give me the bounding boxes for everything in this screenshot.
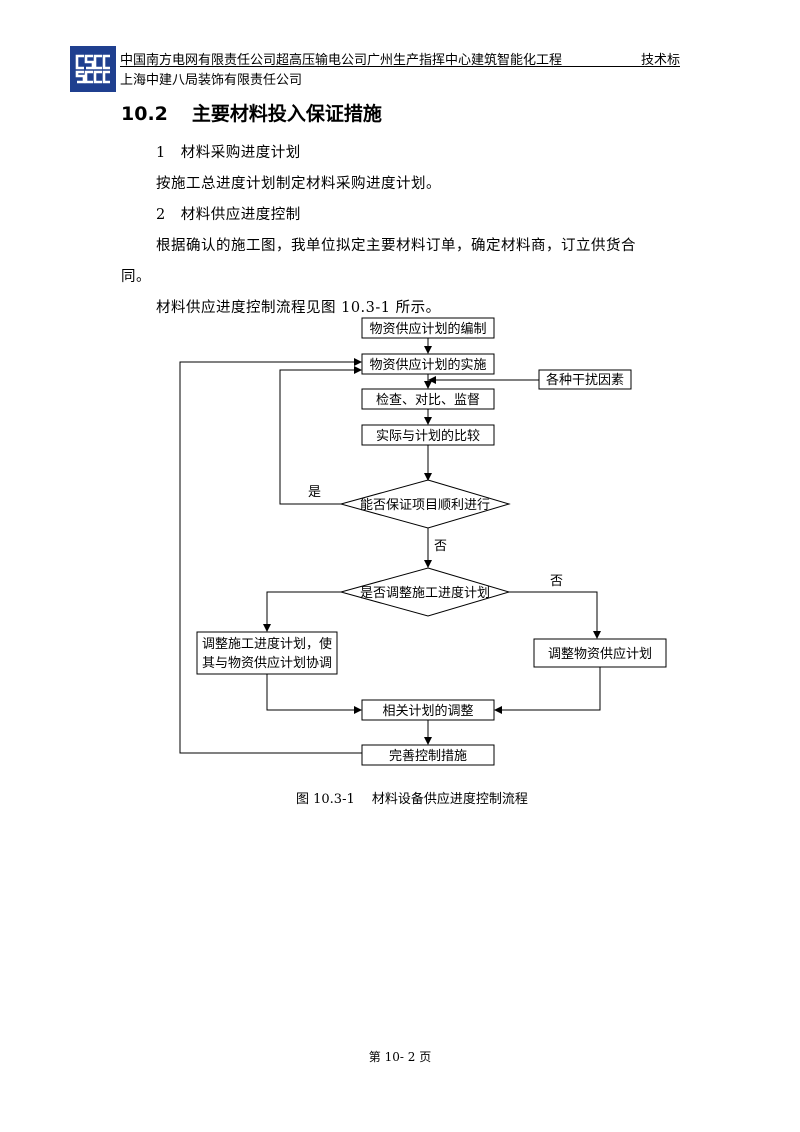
flowchart: 物资供应计划的编制 物资供应计划的实施 各种干扰因素 检查、对比、监督 实际与计… bbox=[179, 317, 667, 766]
paragraph-supply-line2: 同。 bbox=[121, 269, 151, 285]
header-project-name: 中国南方电网有限责任公司超高压输电公司广州生产指挥中心建筑智能化工程 bbox=[120, 53, 563, 68]
node-improve-control-label: 完善控制措施 bbox=[389, 748, 467, 764]
header-rule bbox=[120, 66, 680, 67]
node-adjust-construction bbox=[196, 631, 338, 675]
paragraph-item-2: 2 材料供应进度控制 bbox=[156, 207, 301, 223]
node-adjust-construction-line1: 调整施工进度计划，使 bbox=[202, 636, 332, 652]
section-number: 10.2 bbox=[121, 103, 168, 125]
paragraph-procurement: 按施工总进度计划制定材料采购进度计划。 bbox=[156, 176, 441, 192]
node-related-adjust-label: 相关计划的调整 bbox=[382, 703, 473, 719]
label-yes: 是 bbox=[308, 485, 321, 500]
decision-guarantee-label: 能否保证项目顺利进行 bbox=[360, 498, 490, 513]
node-plan-compile-label: 物资供应计划的编制 bbox=[369, 321, 486, 337]
node-adjust-construction-line2: 其与物资供应计划协调 bbox=[202, 655, 332, 671]
arrow-to-left-box bbox=[263, 591, 341, 632]
arrow-left-to-related bbox=[266, 674, 362, 714]
node-adjust-supply bbox=[533, 638, 667, 668]
node-plan-implement-label: 物资供应计划的实施 bbox=[369, 357, 486, 373]
node-compare-label: 实际与计划的比较 bbox=[376, 428, 480, 444]
header-title: 中国南方电网有限责任公司超高压输电公司广州生产指挥中心建筑智能化工程 技术标 bbox=[120, 49, 680, 68]
company-logo bbox=[70, 46, 116, 92]
node-interference-label: 各种干扰因素 bbox=[546, 372, 624, 388]
page-header: 中国南方电网有限责任公司超高压输电公司广州生产指挥中心建筑智能化工程 技术标 上… bbox=[70, 46, 680, 96]
paragraph-item-1: 1 材料采购进度计划 bbox=[156, 145, 301, 161]
arrow-feedback-loop bbox=[179, 358, 362, 754]
paragraph-supply-line1: 根据确认的施工图，我单位拟定主要材料订单，确定材料商，订立供货合 bbox=[156, 238, 636, 254]
section-heading: 10.2 主要材料投入保证措施 bbox=[121, 99, 382, 126]
node-adjust-supply-label: 调整物资供应计划 bbox=[548, 646, 652, 662]
figure-caption: 图 10.3-1 材料设备供应进度控制流程 bbox=[296, 792, 528, 807]
section-title-text: 主要材料投入保证措施 bbox=[191, 103, 382, 125]
arrow-yes-loop bbox=[279, 366, 362, 505]
page-number: 第 10- 2 页 bbox=[368, 1050, 432, 1064]
label-no-1: 否 bbox=[434, 539, 447, 554]
arrow-right-to-related bbox=[494, 667, 601, 714]
arrow-to-right-box bbox=[509, 591, 601, 639]
label-no-2: 否 bbox=[550, 574, 563, 589]
header-doc-type: 技术标 bbox=[640, 53, 680, 68]
cscec-logo-icon bbox=[70, 46, 116, 92]
decision-adjust bbox=[339, 567, 511, 617]
paragraph-flow-reference: 材料供应进度控制流程见图 10.3-1 所示。 bbox=[156, 300, 441, 316]
node-improve-control bbox=[361, 744, 495, 766]
node-check-label: 检查、对比、监督 bbox=[376, 393, 480, 408]
header-company: 上海中建八局装饰有限责任公司 bbox=[120, 73, 303, 88]
decision-adjust-label: 是否调整施工进度计划 bbox=[360, 585, 490, 601]
